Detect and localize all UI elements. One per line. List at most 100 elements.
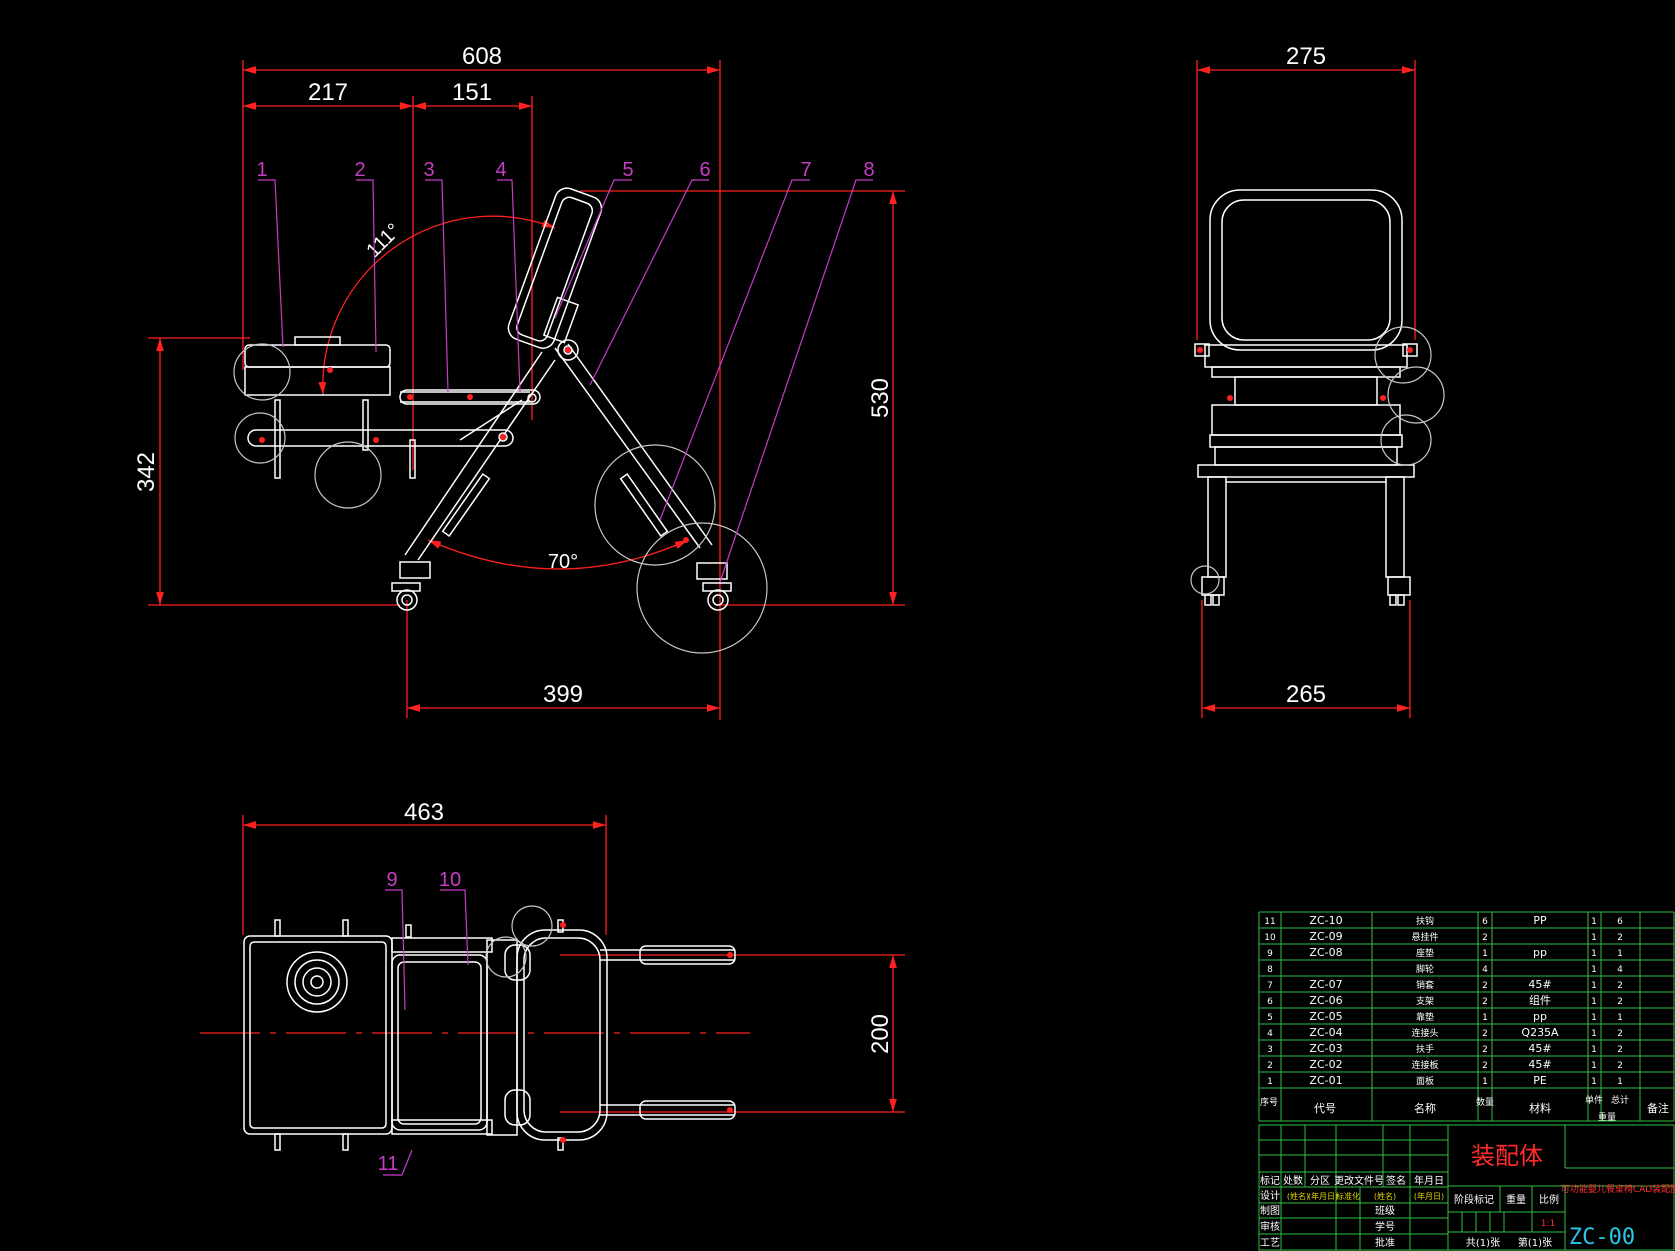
dim-608-label: 608	[462, 43, 502, 70]
stage-labels: 阶段标记 重量 比例	[1454, 1193, 1559, 1206]
bom-cell-total: 1	[1617, 949, 1623, 959]
bom-cell-material: 45#	[1528, 1042, 1551, 1055]
dim-base-width	[406, 600, 720, 718]
balloon-4: 4	[495, 159, 506, 181]
bom-cell-unit: 1	[1591, 1013, 1597, 1023]
role-placeholders: (姓名) (年月日) 标准化 (姓名) (年月日)	[1287, 1191, 1444, 1201]
role-labels: 设计 制图 审核 工艺	[1260, 1189, 1280, 1249]
role-design: 设计	[1260, 1189, 1280, 1202]
dim-342-label: 342	[133, 452, 160, 492]
bom-cell-total: 1	[1617, 1013, 1623, 1023]
front-chair-body	[1194, 189, 1418, 606]
stage-label: 阶段标记	[1454, 1193, 1494, 1206]
placeholder-name-2: (姓名)	[1374, 1191, 1396, 1201]
bom-cell-total: 2	[1617, 981, 1623, 991]
placeholder-name: (姓名)	[1287, 1191, 1309, 1201]
bom-cell-unit: 1	[1591, 949, 1597, 959]
right-labels: 班级 学号 批准	[1375, 1205, 1395, 1249]
balloon-8: 8	[863, 159, 874, 181]
bom-cell-code: ZC-10	[1309, 914, 1342, 927]
top-balloons: 9 10 11	[378, 869, 462, 1175]
bom-cell-material: PE	[1533, 1074, 1547, 1087]
bom-cell-no: 7	[1267, 981, 1273, 991]
top-chair-body	[243, 919, 736, 1151]
dim-217-label: 217	[308, 79, 348, 106]
bom-cell-total: 2	[1617, 933, 1623, 943]
bom-cell-material: 组件	[1529, 993, 1551, 1007]
bom-header-weight-unit: 单件	[1585, 1094, 1603, 1106]
label-approve: 批准	[1375, 1236, 1395, 1249]
bom-cell-code: ZC-06	[1309, 994, 1342, 1007]
balloon-3: 3	[423, 159, 434, 181]
bom-cell-no: 10	[1264, 933, 1276, 943]
rev-date: 年月日	[1414, 1174, 1444, 1187]
bom-header-qty: 数量	[1476, 1096, 1494, 1108]
bom-cell-qty: 6	[1482, 917, 1488, 927]
bom-cell-qty: 1	[1482, 949, 1488, 959]
bom-cell-code: ZC-07	[1309, 978, 1342, 991]
bom-cell-total: 2	[1617, 1061, 1623, 1071]
drawing-title: 装配体	[1471, 1142, 1543, 1170]
side-detail-circles	[233, 343, 768, 654]
bom-cell-material: pp	[1533, 1010, 1547, 1023]
balloon-6: 6	[699, 159, 710, 181]
bom-cell-no: 4	[1267, 1029, 1273, 1039]
dim-265-label: 265	[1286, 681, 1326, 708]
side-balloons: 1 2 3 4 5 6 7 8	[256, 159, 874, 181]
side-leader-lines	[258, 179, 873, 583]
bom-cell-qty: 2	[1482, 1029, 1488, 1039]
revision-header: 标记 处数 分区 更改文件号 签名 年月日	[1260, 1174, 1444, 1187]
bom-cell-total: 4	[1617, 965, 1623, 975]
bom-cell-qty: 1	[1482, 1077, 1488, 1087]
bom-header-material: 材料	[1529, 1101, 1551, 1115]
side-chair-body	[244, 187, 732, 611]
balloon-1: 1	[256, 159, 267, 181]
balloon-2: 2	[354, 159, 365, 181]
title-block: 装配体 可功能婴儿餐桌椅CAD装配图 ZC-00 1:1 阶段标记 重量 比例 …	[1258, 1124, 1675, 1251]
bom-cell-unit: 1	[1591, 981, 1597, 991]
bom-cell-qty: 2	[1482, 1061, 1488, 1071]
project-name: 可功能婴儿餐桌椅CAD装配图	[1561, 1183, 1675, 1195]
scale-value: 1:1	[1541, 1219, 1555, 1229]
bom-cell-unit: 1	[1591, 1077, 1597, 1087]
scale-label: 比例	[1539, 1193, 1559, 1206]
bom-cell-name: 扶手	[1416, 1043, 1434, 1055]
balloon-11: 11	[378, 1153, 399, 1175]
dim-275-label: 275	[1286, 43, 1326, 70]
rev-sign: 签名	[1386, 1174, 1406, 1187]
balloon-9: 9	[386, 869, 397, 891]
bom-cell-qty: 2	[1482, 1045, 1488, 1055]
bom-cell-name: 连接板	[1411, 1059, 1438, 1071]
bom-cell-unit: 1	[1591, 997, 1597, 1007]
bom-cell-code: ZC-01	[1309, 1074, 1342, 1087]
bom-header-no: 序号	[1260, 1096, 1278, 1108]
bom-cell-unit: 1	[1591, 933, 1597, 943]
bom-cell-code: ZC-04	[1309, 1026, 1342, 1039]
bom-cell-material: 45#	[1528, 1058, 1551, 1071]
top-detail-circles	[485, 905, 553, 978]
bom-cell-qty: 2	[1482, 997, 1488, 1007]
drawing-code: ZC-00	[1569, 1225, 1635, 1250]
dim-height	[580, 190, 905, 606]
bom-cell-name: 销套	[1416, 979, 1434, 991]
role-process: 工艺	[1260, 1237, 1280, 1249]
dim-530-label: 530	[867, 378, 894, 418]
back-angle-label: 111°	[362, 219, 405, 262]
bom-cell-code: ZC-08	[1309, 946, 1342, 959]
bom-cell-code: ZC-09	[1309, 930, 1342, 943]
bom-cell-material: Q235A	[1521, 1026, 1559, 1039]
bom-cell-code: ZC-03	[1309, 1042, 1342, 1055]
bom-cell-code: ZC-05	[1309, 1010, 1342, 1023]
bom-cell-name: 连接头	[1411, 1027, 1438, 1039]
balloon-7: 7	[800, 159, 811, 181]
weight-label: 重量	[1506, 1193, 1526, 1206]
bom-cell-no: 9	[1267, 949, 1273, 959]
balloon-5: 5	[622, 159, 633, 181]
bom-cell-material: PP	[1533, 914, 1547, 927]
bom-header-remark: 备注	[1647, 1101, 1669, 1115]
bom-cell-total: 2	[1617, 997, 1623, 1007]
bom-cell-no: 8	[1267, 965, 1273, 975]
bom-cell-unit: 1	[1591, 1029, 1597, 1039]
bom-header-code: 代号	[1314, 1102, 1336, 1115]
